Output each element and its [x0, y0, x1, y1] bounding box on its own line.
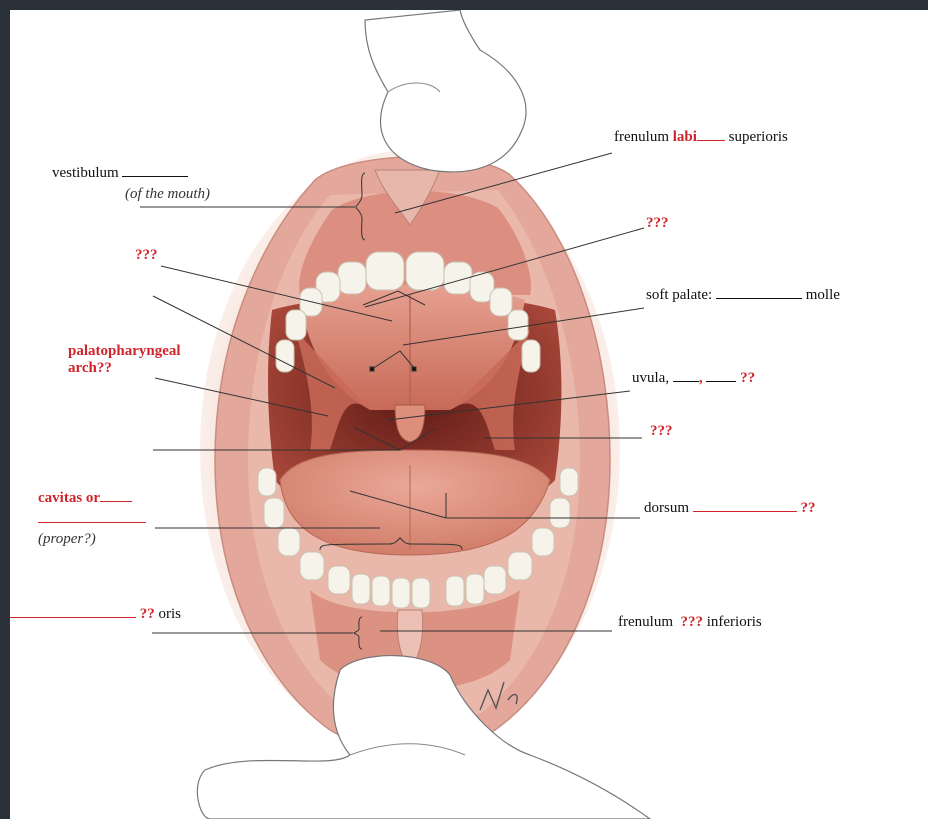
lower-finger	[197, 656, 650, 819]
label-cavitas: cavitas or	[38, 491, 132, 506]
answer-blank	[122, 175, 188, 177]
label-soft-palate: soft palate: molle	[646, 288, 840, 303]
answer-blank	[716, 297, 802, 299]
uvula-question: ??	[740, 370, 755, 386]
inferioris-text: inferioris	[707, 614, 762, 630]
frenulum-sup-text: frenulum	[614, 129, 669, 145]
dorsum-text: dorsum	[644, 500, 689, 516]
answer-blank	[10, 616, 136, 618]
label-proper: (proper?)	[38, 532, 96, 547]
superioris-text: superioris	[729, 129, 788, 145]
frenulum-inf-question: ???	[680, 614, 703, 630]
arch-text: arch??	[68, 360, 181, 377]
label-question-right-mid: ???	[650, 424, 673, 439]
label-question-left-top: ???	[135, 248, 158, 263]
answer-blank	[706, 380, 736, 382]
answer-blank	[673, 380, 699, 382]
oris-question: ??	[140, 606, 155, 622]
uvula-comma: ,	[699, 370, 703, 386]
label-cavitas-blank	[38, 512, 146, 527]
uvula-text: uvula,	[632, 370, 669, 386]
answer-blank	[100, 500, 132, 502]
label-uvula: uvula, , ??	[632, 371, 755, 386]
dorsum-question: ??	[801, 500, 816, 516]
oris-text: oris	[159, 606, 182, 622]
vestibulum-text: vestibulum	[52, 165, 119, 181]
answer-blank	[697, 139, 725, 141]
frenulum-inf-text: frenulum	[618, 614, 673, 630]
molle-text: molle	[806, 287, 840, 303]
label-question-top-right: ???	[646, 216, 669, 231]
label-palatopharyngeal-arch: palatopharyngeal arch??	[68, 343, 181, 377]
soft-palate-text: soft palate:	[646, 287, 712, 303]
mouth-illustration	[10, 10, 928, 819]
label-of-the-mouth: (of the mouth)	[125, 187, 210, 202]
label-oris: ?? oris	[10, 607, 181, 622]
label-dorsum: dorsum ??	[644, 501, 816, 516]
labi-text: labi	[673, 129, 697, 145]
cavitas-text: cavitas or	[38, 490, 100, 506]
label-vestibulum: vestibulum	[52, 166, 188, 181]
answer-blank	[38, 521, 146, 523]
label-frenulum-superior: frenulum labi superioris	[614, 130, 788, 145]
palatopharyngeal-text: palatopharyngeal	[68, 343, 181, 360]
answer-blank	[693, 510, 797, 512]
label-frenulum-inferior: frenulum ??? inferioris	[618, 615, 762, 630]
anatomy-figure: vestibulum (of the mouth) frenulum labi …	[10, 10, 928, 819]
